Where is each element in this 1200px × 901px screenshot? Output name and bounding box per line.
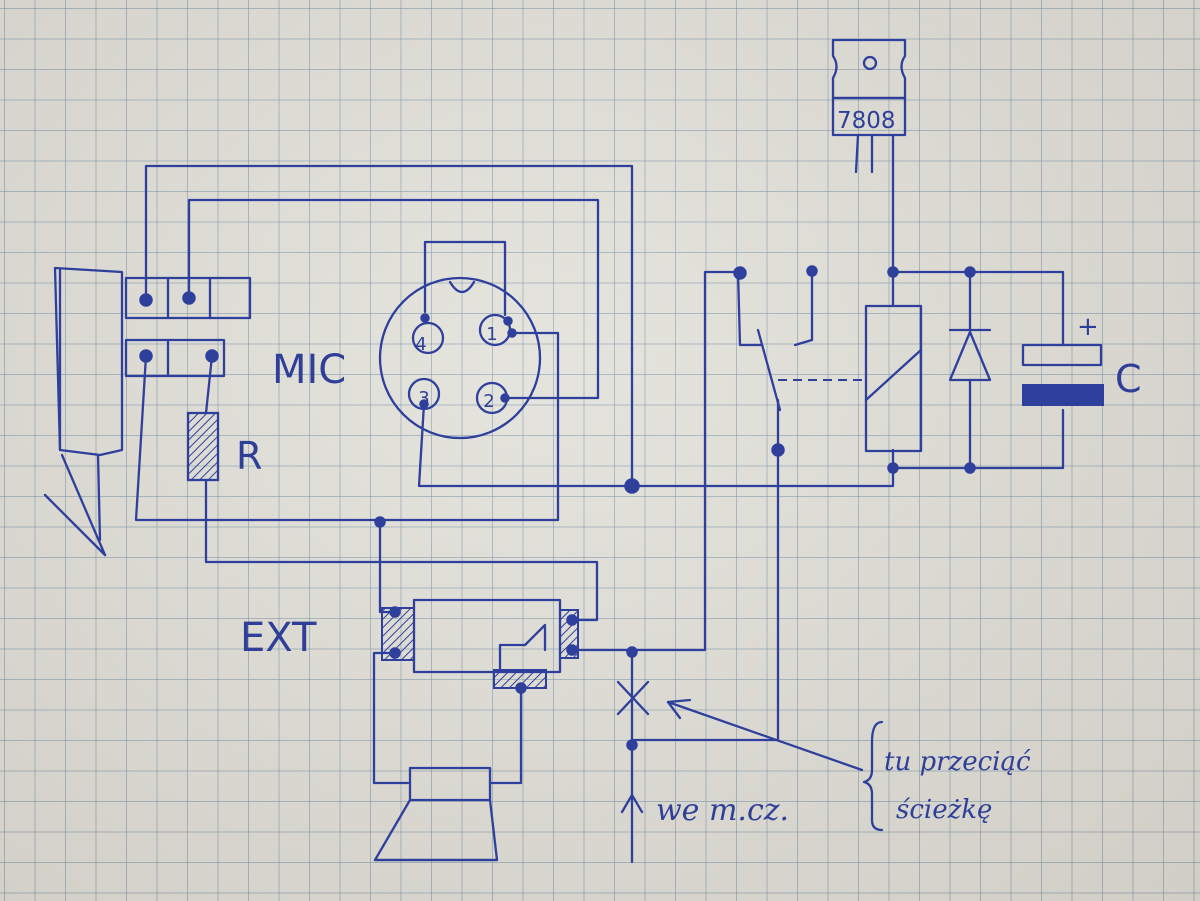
diode <box>948 328 992 382</box>
ext-jack <box>381 598 579 694</box>
note-brace <box>862 720 884 832</box>
regulator-7808 <box>831 38 907 137</box>
resistor-label: R <box>236 434 262 478</box>
cut-mark <box>616 680 650 716</box>
mic-pin-3 <box>407 377 441 411</box>
note-line-2: ścieżkę <box>896 795 992 825</box>
speaker <box>373 766 499 862</box>
pointer-arrow <box>666 698 864 772</box>
mic-label: MIC <box>272 347 346 393</box>
left-plug <box>43 266 252 557</box>
mic-pin-1-label: 1 <box>486 324 497 345</box>
relay-coil <box>864 304 923 453</box>
capacitor-plus-label: + <box>1077 312 1099 342</box>
junction-dots <box>374 265 976 751</box>
input-label: we m.cz. <box>656 793 789 828</box>
mic-pin-4 <box>411 321 445 355</box>
regulator-label: 7808 <box>837 108 896 134</box>
input-arrow <box>620 793 644 814</box>
capacitor-label: C <box>1115 357 1142 401</box>
mic-socket <box>378 240 542 440</box>
resistor <box>186 411 220 482</box>
ext-label: EXT <box>240 615 317 661</box>
mic-pin-2-label: 2 <box>483 391 494 412</box>
mic-pin-4-label: 4 <box>415 334 426 355</box>
capacitor <box>1021 343 1104 406</box>
note-line-1: tu przeciąć <box>884 747 1031 777</box>
mic-pin-3-label: 3 <box>418 388 429 409</box>
